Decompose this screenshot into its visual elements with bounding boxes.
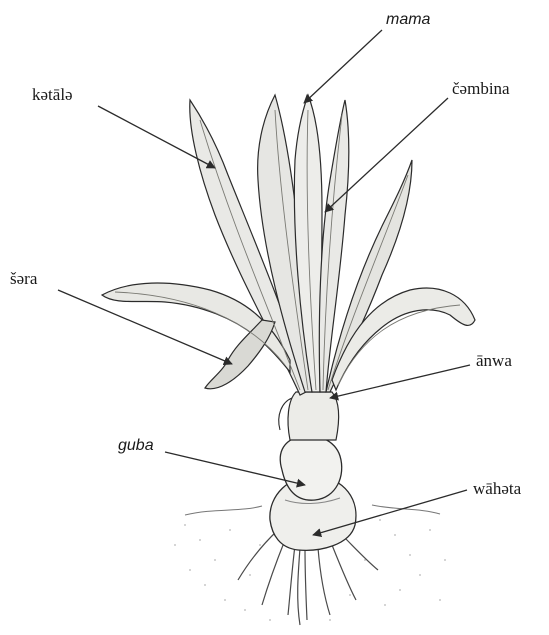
label-waheta: wāhəta (473, 480, 521, 497)
leaves (102, 95, 475, 395)
label-anwa: ānwa (476, 352, 512, 369)
label-mama: mama (386, 12, 430, 28)
label-katala: kətālə (32, 86, 73, 103)
label-guba: guba (118, 438, 154, 454)
label-sara: šəra (10, 270, 37, 287)
label-cambina: čəmbina (452, 80, 510, 97)
leader-mama (304, 30, 382, 103)
stem-base (288, 392, 339, 440)
leader-anwa (330, 365, 470, 398)
